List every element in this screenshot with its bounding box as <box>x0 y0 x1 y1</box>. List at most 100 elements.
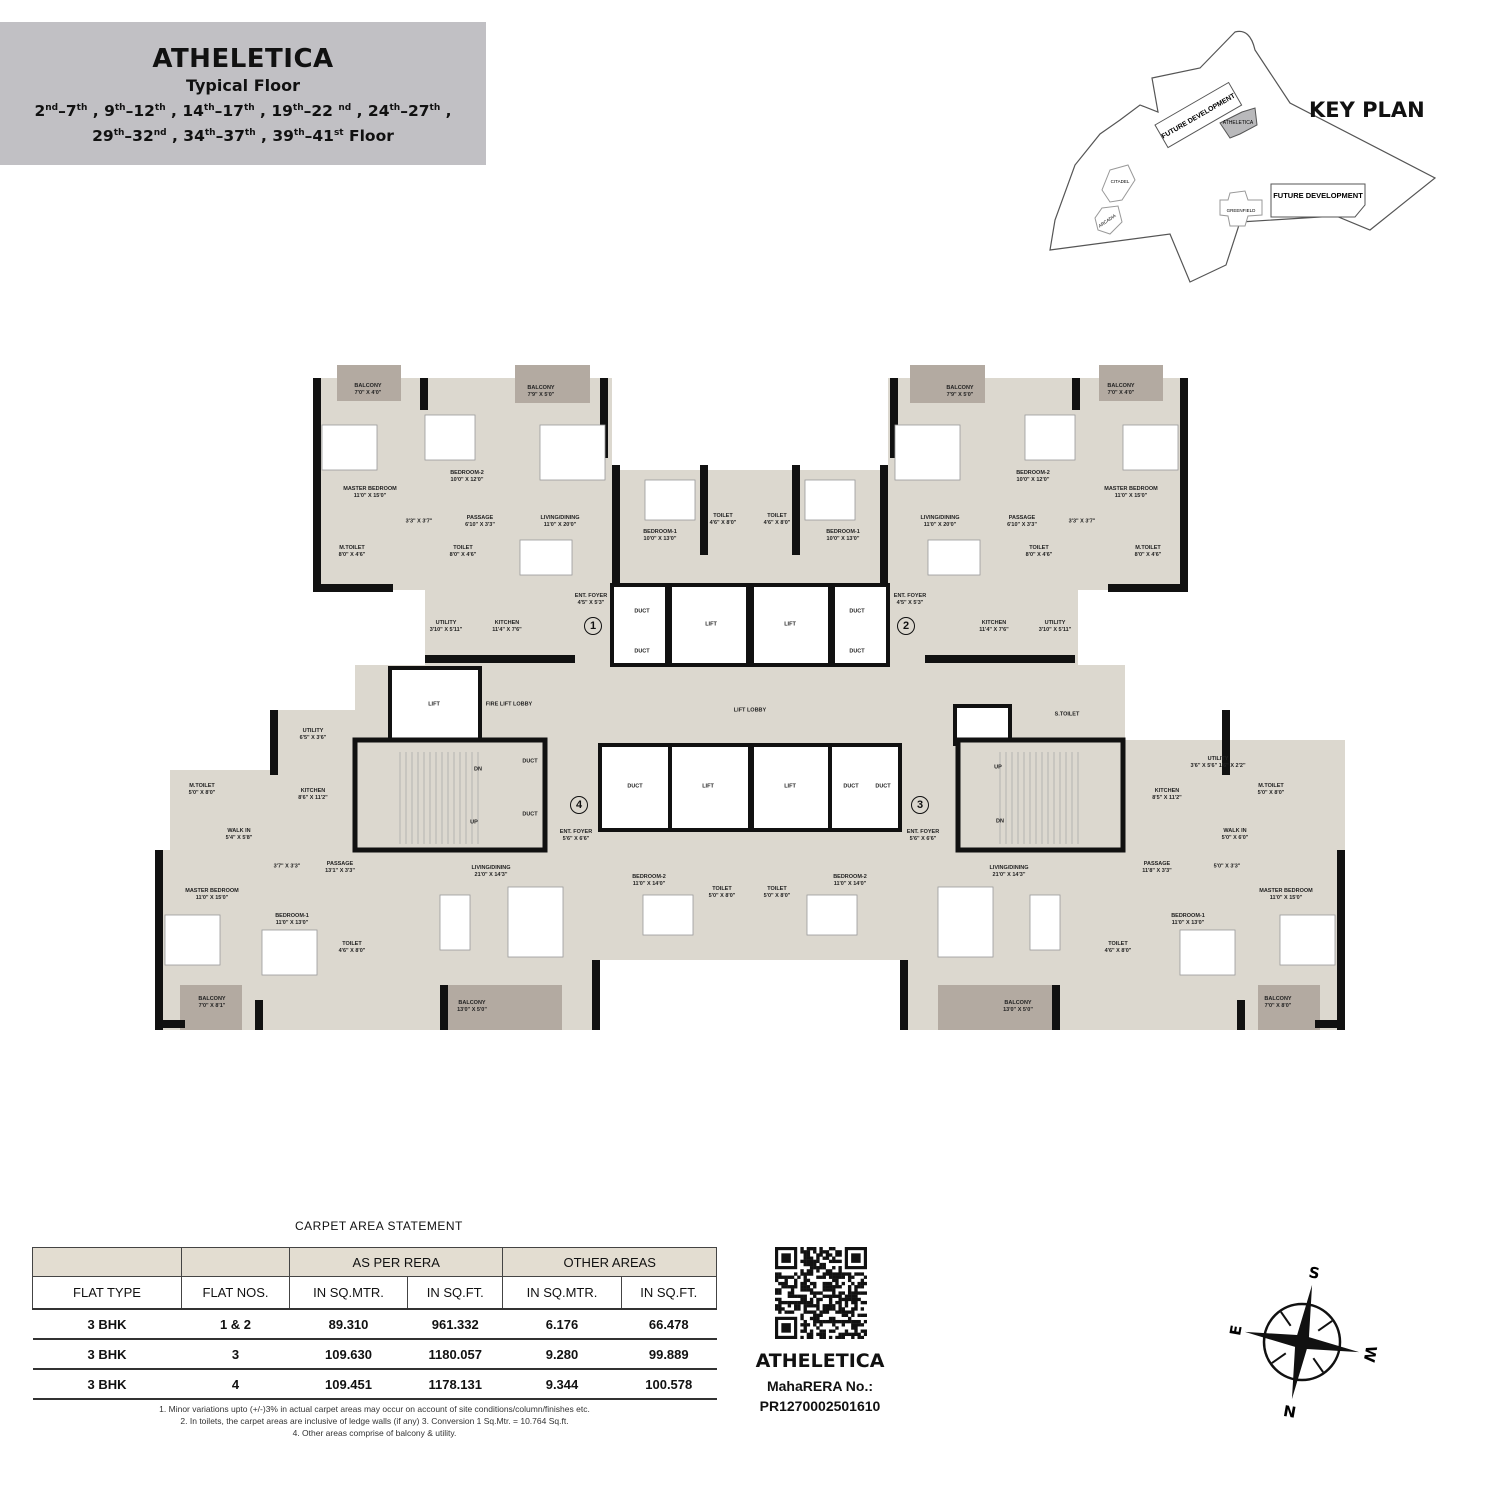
wall <box>425 655 575 663</box>
room-name: ENT. FOYER <box>906 829 940 835</box>
cell: 1 & 2 <box>181 1308 290 1340</box>
room-name: DUCT <box>522 811 538 818</box>
rera-number: PR1270002501610 <box>759 1398 881 1414</box>
wall <box>592 960 600 1030</box>
flat-number-badge: 4 <box>570 796 588 814</box>
dining-table <box>519 539 573 576</box>
column-header: IN SQ.FT. <box>407 1276 504 1310</box>
room-label: DUCT <box>849 609 864 616</box>
room-name: LIVING/DINING <box>540 515 580 521</box>
sofa-set <box>937 886 994 958</box>
room-name: LIFT <box>784 783 796 790</box>
room-name: ENT. FOYER <box>574 593 608 599</box>
core-shaft <box>750 743 832 832</box>
room-size: 3'10" X 5'11" <box>1038 627 1072 633</box>
room-size: 5'6" X 6'6" <box>562 836 590 842</box>
room-name: MASTER BEDROOM <box>1259 888 1313 894</box>
room-size: 7'0" X 4'0" <box>1107 390 1135 396</box>
room-size: 5'0" X 8'0" <box>188 790 216 796</box>
room-name: S.TOILET <box>1054 711 1080 718</box>
wall <box>155 850 163 1030</box>
room-size: 10'0" X 13'0" <box>643 536 677 542</box>
floor-area <box>155 378 1345 1030</box>
room-name: PASSAGE <box>466 515 494 521</box>
bed <box>806 894 858 936</box>
cell: 3 BHK <box>32 1308 182 1340</box>
core-shaft <box>668 743 752 832</box>
footnote: 2. In toilets, the carpet areas are incl… <box>180 1416 569 1426</box>
room-name: DUCT <box>849 648 865 655</box>
table-group-header: AS PER RERA OTHER AREAS <box>32 1247 717 1277</box>
room-size: 11'0" X 13'0" <box>275 920 309 926</box>
compass-s: S <box>1307 1263 1321 1283</box>
compass-icon: E S W N <box>1226 1263 1380 1421</box>
cell: 99.889 <box>621 1338 717 1370</box>
room-name: KITCHEN <box>300 788 326 794</box>
room-size: 7'0" X 8'0" <box>1264 1003 1292 1009</box>
room-size: 5'0" X 8'0" <box>1257 790 1285 796</box>
room-name: BEDROOM-1 <box>643 529 677 535</box>
room-size: 7'0" X 4'0" <box>354 390 382 396</box>
wall <box>1052 985 1060 1030</box>
room-size: 6'5" X 3'6" <box>299 735 327 741</box>
floor-range: 9th–12th , <box>104 102 183 121</box>
room-label: DUCT <box>522 812 537 819</box>
carpet-area-title: CARPET AREA STATEMENT <box>295 1219 463 1233</box>
balcony-area <box>515 365 590 403</box>
room-name: BALCONY <box>1107 383 1135 389</box>
column-header: IN SQ.MTR. <box>502 1276 622 1310</box>
bed <box>1279 914 1336 966</box>
room-size: 11'0" X 15'0" <box>1269 895 1303 901</box>
room-label: DUCT <box>875 784 890 791</box>
room-name: BALCONY <box>458 1000 486 1006</box>
room-name: DN <box>474 766 482 773</box>
bed <box>164 914 221 966</box>
room-label: FIRE LIFT LOBBY <box>486 702 532 709</box>
room-size: 13'1" X 3'3" <box>325 868 355 874</box>
room-label: LIFT <box>784 784 796 791</box>
wall <box>900 960 908 1030</box>
floor-plan <box>155 365 1345 1030</box>
wall <box>420 378 428 410</box>
balcony-area <box>1258 985 1320 1030</box>
room-name: PASSAGE <box>1008 515 1036 521</box>
room-size: 8'6" X 11'2" <box>298 795 328 801</box>
key-label-atheletica: ATHELETICA <box>1223 120 1254 126</box>
rera-block: MahaRERA No.: PR1270002501610 <box>745 1376 895 1416</box>
key-label-future-development-2: FUTURE DEVELOPMENT <box>1273 191 1363 200</box>
group-header <box>32 1247 182 1277</box>
room-name: 3'7" X 3'3" <box>273 863 301 870</box>
cell: 109.451 <box>289 1368 408 1400</box>
room-size: 11'0" X 15'0" <box>195 895 229 901</box>
cell: 89.310 <box>289 1308 408 1340</box>
wall <box>155 1020 185 1028</box>
group-header-other: OTHER AREAS <box>502 1247 717 1277</box>
room-size: 4'6" X 8'0" <box>338 948 366 954</box>
bed <box>424 414 476 461</box>
room-name: KITCHEN <box>1154 788 1180 794</box>
room-name: 3'3" X 3'7" <box>405 518 433 525</box>
room-name: BEDROOM-1 <box>1171 913 1205 919</box>
wall <box>612 465 620 585</box>
footnotes: 1. Minor variations upto (+/-)3% in actu… <box>32 1403 717 1439</box>
room-name: FIRE LIFT LOBBY <box>485 701 533 708</box>
room-size: 10'0" X 12'0" <box>450 477 484 483</box>
room-label: UP <box>470 820 478 827</box>
column-header: FLAT NOS. <box>181 1276 290 1310</box>
qr-code[interactable] <box>775 1247 867 1339</box>
room-name: TOILET <box>712 886 732 892</box>
room-name: UTILITY <box>435 620 457 626</box>
room-size: 21'0" X 14'3" <box>474 872 508 878</box>
room-name: BEDROOM-2 <box>450 470 484 476</box>
room-name: M.TOILET <box>189 783 215 789</box>
